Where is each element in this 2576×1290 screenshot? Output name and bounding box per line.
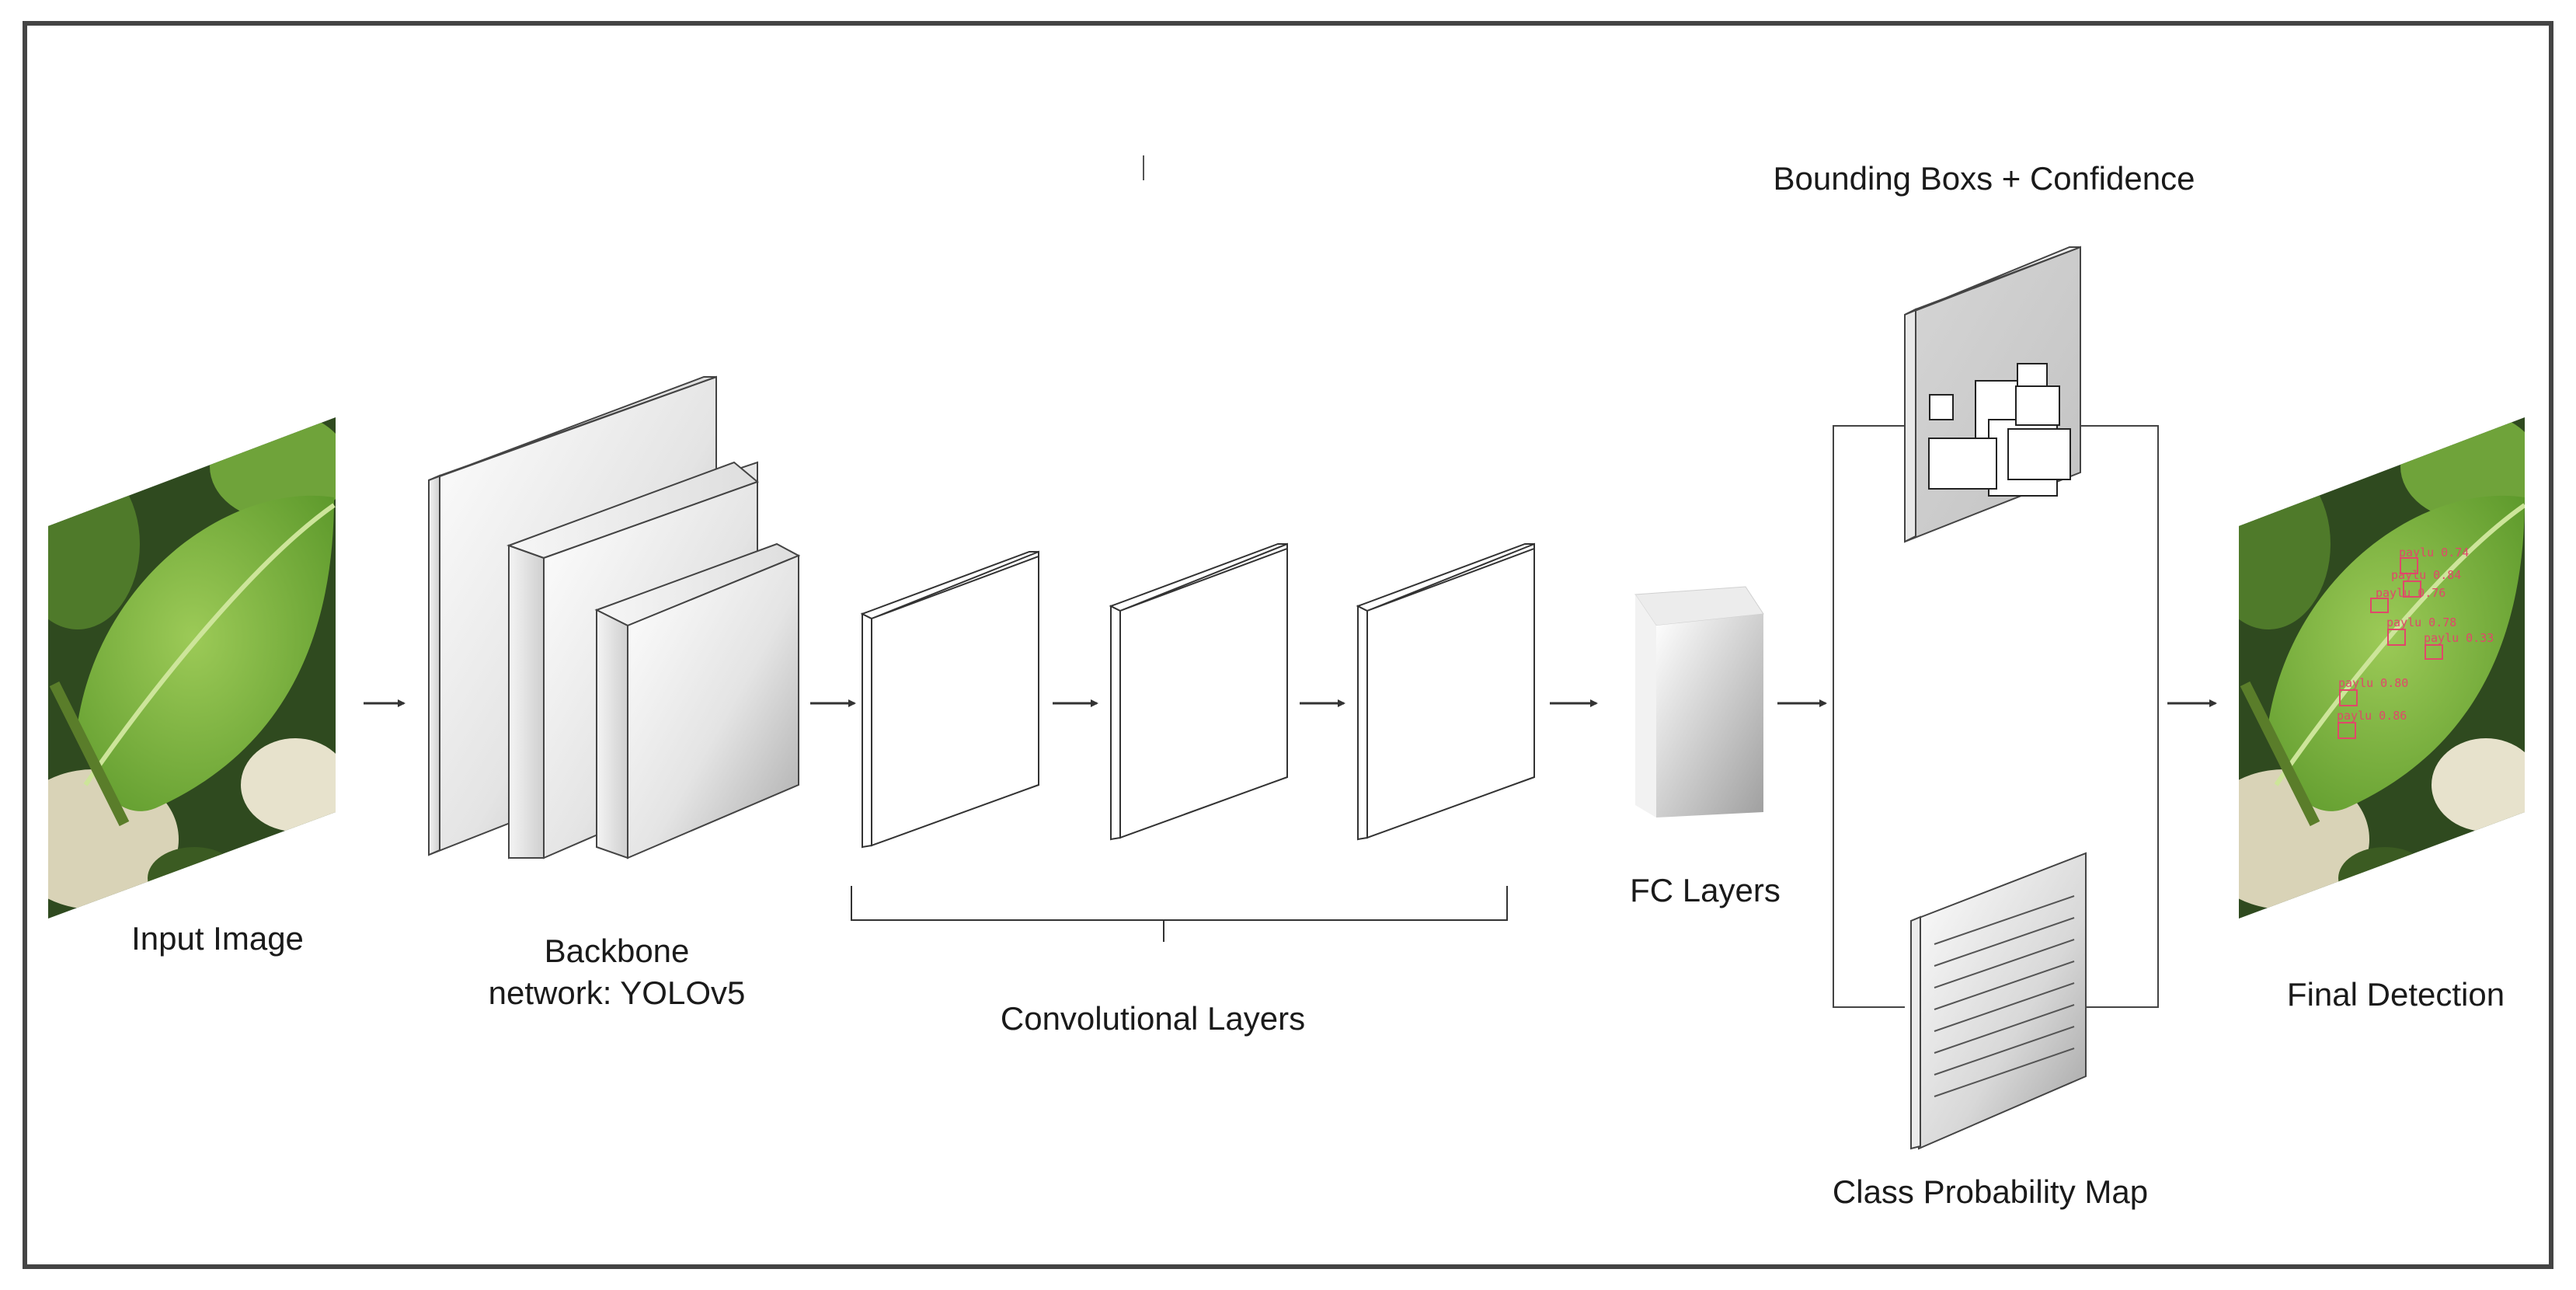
detection-labels: paylu 0.74 paylu 0.84 paylu 0.76 paylu 0… — [2337, 546, 2494, 723]
detection-label: paylu 0.86 — [2337, 709, 2407, 723]
input-image — [48, 417, 336, 919]
conv-layer-1 — [860, 550, 1039, 849]
detection-label: paylu 0.84 — [2391, 568, 2461, 582]
outer-frame — [23, 21, 2553, 1269]
detection-label: paylu 0.74 — [2399, 546, 2469, 560]
detection-label: paylu 0.33 — [2424, 631, 2494, 645]
class-probability-map — [1909, 852, 2087, 1150]
conv-layers-bracket — [851, 886, 1508, 942]
backbone-label-line1: Backbone — [545, 933, 690, 969]
detection-label: paylu 0.76 — [2376, 586, 2445, 600]
final-detection-label: Final Detection — [2287, 976, 2505, 1013]
backbone-label-line2: network: YOLOv5 — [489, 974, 746, 1011]
input-image-label: Input Image — [131, 920, 304, 957]
backbone-block — [428, 375, 801, 859]
class-probability-map-label: Class Probability Map — [1833, 1173, 2148, 1210]
conv-layer-3 — [1356, 542, 1535, 841]
conv-layers-label: Convolutional Layers — [1001, 1000, 1305, 1037]
fc-layers-label: FC Layers — [1630, 872, 1781, 908]
detection-label: paylu 0.80 — [2338, 676, 2408, 690]
head-connector — [1833, 425, 2159, 1008]
final-detection-image: paylu 0.74 paylu 0.84 paylu 0.76 paylu 0… — [2239, 417, 2525, 919]
conv-layer-2 — [1109, 542, 1288, 841]
bounding-boxes-label: Bounding Boxs + Confidence — [1774, 160, 2195, 197]
fc-layers-block — [1634, 586, 1764, 818]
detection-label: paylu 0.78 — [2386, 615, 2456, 629]
bbox-shapes — [1928, 363, 2071, 497]
bounding-boxes-panel — [1904, 246, 2081, 543]
